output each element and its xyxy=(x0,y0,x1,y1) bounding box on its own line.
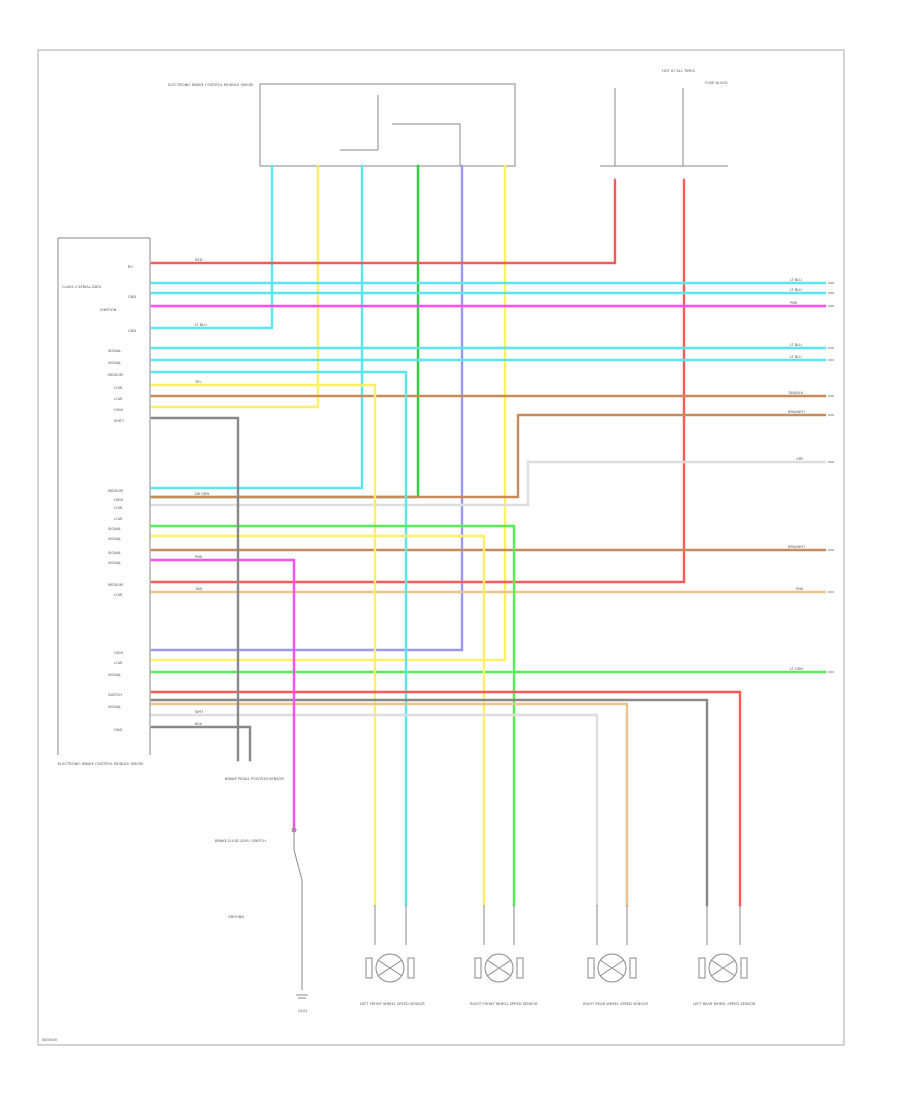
svg-text:LT GRN: LT GRN xyxy=(790,667,803,671)
right-wire-labels: LT BLU LT BLU PNK LT BLU LT BLU TAN/BLK … xyxy=(787,278,806,671)
diagram-frame xyxy=(37,49,845,1046)
inline-wire-labels: RED LT BLU YEL DK GRN PNK TAN WHT BLK xyxy=(194,258,210,726)
svg-text:SIGNAL: SIGNAL xyxy=(108,537,121,541)
fuse-wire-1 xyxy=(150,178,617,265)
top-drops xyxy=(150,164,507,662)
brake-pedal-label: BRAKE PEDAL POSITION SENSOR xyxy=(225,777,284,781)
rf-sensor-label: RIGHT FRONT WHEEL SPEED SENSOR xyxy=(470,1002,538,1006)
svg-text:SIGNAL: SIGNAL xyxy=(108,561,121,565)
svg-text:PNK: PNK xyxy=(195,555,203,559)
svg-text:SWITCH: SWITCH xyxy=(108,693,122,697)
lr-wheel-sensor xyxy=(698,905,748,983)
svg-text:LT BLU: LT BLU xyxy=(790,278,802,282)
svg-text:LT BLU: LT BLU xyxy=(790,343,802,347)
svg-text:PNK: PNK xyxy=(796,587,804,591)
right-edge-ticks xyxy=(828,282,834,673)
svg-text:LT BLU: LT BLU xyxy=(790,288,802,292)
svg-text:HIGH: HIGH xyxy=(114,498,124,502)
svg-text:SIGNAL: SIGNAL xyxy=(108,349,121,353)
svg-text:GRY: GRY xyxy=(796,457,804,461)
svg-text:YEL: YEL xyxy=(195,380,201,384)
top-box-label: ELECTRONIC BRAKE CONTROL MODULE (EBCM) xyxy=(168,83,254,87)
svg-text:SIGNAL: SIGNAL xyxy=(108,705,121,709)
svg-text:SIGNAL: SIGNAL xyxy=(108,527,121,531)
svg-text:MEDIUM: MEDIUM xyxy=(108,489,123,493)
ebcm-pin-labels: B+ CLASS 2 SERIAL DATA GND IGNITION GND … xyxy=(62,265,136,732)
svg-text:B+: B+ xyxy=(128,265,133,269)
svg-text:LOW: LOW xyxy=(114,593,123,597)
svg-text:LT BLU: LT BLU xyxy=(790,355,802,359)
svg-text:TAN: TAN xyxy=(194,587,202,591)
svg-text:MEDIUM: MEDIUM xyxy=(108,583,123,587)
svg-text:LOW: LOW xyxy=(114,506,123,510)
svg-text:LOW: LOW xyxy=(114,397,123,401)
svg-text:SIGNAL: SIGNAL xyxy=(108,673,121,677)
lf-wheel-sensor xyxy=(365,905,415,983)
svg-text:BLK: BLK xyxy=(195,722,202,726)
fuse-wire-2 xyxy=(150,178,686,584)
top-control-box xyxy=(259,83,516,167)
fuse-block xyxy=(600,88,728,167)
fuse-block-name: FUSE BLOCK xyxy=(705,81,728,85)
ebcm-module xyxy=(57,237,151,755)
g-ground-label: G101 xyxy=(298,1009,308,1013)
svg-text:LOW: LOW xyxy=(114,386,123,390)
svg-text:DK GRN: DK GRN xyxy=(195,492,210,496)
svg-text:TAN/BLK: TAN/BLK xyxy=(787,391,804,395)
svg-text:LOW: LOW xyxy=(114,517,123,521)
svg-text:MEDIUM: MEDIUM xyxy=(108,373,123,377)
svg-text:IGNITION: IGNITION xyxy=(100,308,117,312)
svg-text:LOW: LOW xyxy=(114,661,123,665)
lr-sensor-label: LEFT REAR WHEEL SPEED SENSOR xyxy=(693,1002,756,1006)
svg-text:HIGH: HIGH xyxy=(114,408,124,412)
rr-wheel-sensor xyxy=(587,905,637,983)
figure-code: W00000 xyxy=(42,1038,58,1042)
lf-sensor-label: LEFT FRONT WHEEL SPEED SENSOR xyxy=(360,1002,425,1006)
svg-text:SHIFT: SHIFT xyxy=(114,419,125,423)
svg-text:RED: RED xyxy=(195,258,203,262)
svg-text:SIGNAL: SIGNAL xyxy=(108,361,121,365)
svg-text:GND: GND xyxy=(114,728,122,732)
brake-switch-label: BRAKE FLUID LEVEL SWITCH xyxy=(215,839,266,843)
sensor-feeds xyxy=(150,370,742,907)
fuse-block-label: HOT AT ALL TIMES xyxy=(662,69,696,73)
svg-text:LT BLU: LT BLU xyxy=(195,323,207,327)
svg-text:BRN/WHT: BRN/WHT xyxy=(788,410,806,414)
svg-text:WHT: WHT xyxy=(195,710,204,714)
rf-wheel-sensor xyxy=(474,905,524,983)
svg-text:SIGNAL: SIGNAL xyxy=(108,551,121,555)
svg-text:HIGH: HIGH xyxy=(114,651,124,655)
brake-switch xyxy=(291,827,308,999)
svg-text:GND: GND xyxy=(128,295,136,299)
ebcm-label: ELECTRONIC BRAKE CONTROL MODULE (EBCM) xyxy=(58,762,144,766)
rr-sensor-label: RIGHT REAR WHEEL SPEED SENSOR xyxy=(583,1002,648,1006)
svg-text:PNK: PNK xyxy=(790,301,798,305)
svg-text:CLASS 2 SERIAL DATA: CLASS 2 SERIAL DATA xyxy=(62,285,102,289)
ground-label: GROUND xyxy=(228,915,244,919)
svg-text:BRN/WHT: BRN/WHT xyxy=(788,545,806,549)
wheel-sensors xyxy=(365,905,748,983)
svg-text:GND: GND xyxy=(128,329,136,333)
right-wires xyxy=(150,281,827,674)
